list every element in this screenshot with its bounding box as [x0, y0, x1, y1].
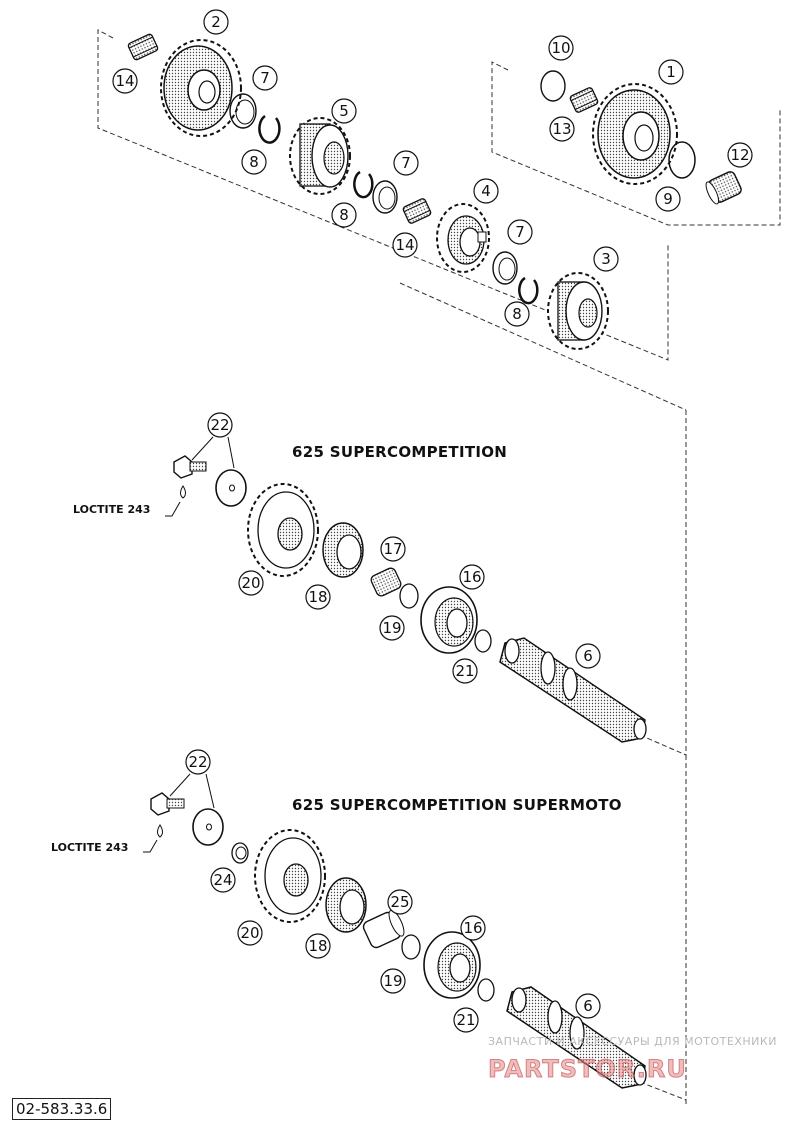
gear-1: [592, 83, 678, 185]
watermark-tagline: ЗАПЧАСТИ И АКСЕССУАРЫ ДЛЯ МОТОТЕХНИКИ: [488, 1035, 777, 1048]
diagram-code: 02-583.33.6: [12, 1098, 112, 1120]
callout-18-b: 18: [308, 937, 327, 955]
section-title-supercompetition: 625 SUPERCOMPETITION: [292, 443, 507, 461]
callout-5: 5: [339, 102, 349, 120]
callout-4: 4: [481, 182, 491, 200]
washer-22-a: [215, 469, 247, 507]
callout-8-c: 8: [512, 305, 522, 323]
seal-18-b: [325, 877, 367, 933]
loctite-drop-b: [157, 824, 163, 838]
gear-4: [436, 203, 490, 273]
washer-22-b: [192, 808, 224, 846]
needle-bearing-14-lower: [402, 198, 432, 224]
callout-16-a: 16: [462, 568, 481, 586]
needle-bearing-13: [569, 87, 599, 113]
o-ring-21-b: [477, 978, 495, 1002]
loctite-drop-a: [180, 485, 186, 499]
callout-8-a: 8: [249, 153, 259, 171]
thrust-washer-7-a: [229, 93, 257, 129]
callout-7-c: 7: [515, 223, 525, 241]
loctite-note-b: LOCTITE 243: [51, 841, 128, 854]
o-ring-19-a: [399, 583, 419, 609]
group-outlines: [97, 29, 781, 1105]
callout-16-b: 16: [463, 919, 482, 937]
callout-22-b: 22: [188, 753, 207, 771]
callout-22-a: 22: [210, 416, 229, 434]
callout-19-a: 19: [382, 619, 401, 637]
washer-10: [540, 70, 566, 102]
ball-bearing-16-a: [420, 586, 478, 654]
callout-14-b: 14: [395, 236, 414, 254]
bushing-17: [370, 567, 402, 597]
callout-7-a: 7: [260, 69, 270, 87]
callout-2: 2: [211, 13, 221, 31]
callout-21-b: 21: [456, 1011, 475, 1029]
output-shaft-6-b: [506, 986, 647, 1089]
gear-3: [547, 272, 609, 350]
needle-bearing-12: [705, 171, 742, 205]
callout-24: 24: [213, 871, 232, 889]
callout-20-a: 20: [241, 574, 260, 592]
watermark-brand: PARTSTOR.RU: [488, 1055, 687, 1083]
callout-18-a: 18: [308, 588, 327, 606]
callout-14-a: 14: [115, 72, 134, 90]
callout-22-leaders: [169, 436, 235, 809]
gear-2: [160, 39, 242, 137]
thrust-washer-7-c: [492, 251, 518, 285]
loctite-leader-b: [143, 839, 158, 853]
bolt-22-a: [173, 455, 207, 479]
callout-21-a: 21: [455, 662, 474, 680]
callout-19-b: 19: [383, 972, 402, 990]
callout-12: 12: [730, 146, 749, 164]
circlip-8-a: [258, 114, 281, 144]
callout-7-b: 7: [401, 154, 411, 172]
ball-bearing-16-b: [423, 931, 481, 999]
spacer-25: [362, 909, 405, 949]
callout-25: 25: [390, 893, 409, 911]
callout-6-a: 6: [583, 647, 593, 665]
washer-9: [668, 141, 696, 179]
callout-10: 10: [551, 39, 570, 57]
sprocket-20-b: [254, 829, 326, 923]
callout-9: 9: [663, 190, 673, 208]
callout-13: 13: [552, 120, 571, 138]
section-title-supercompetition-supermoto: 625 SUPERCOMPETITION SUPERMOTO: [292, 796, 622, 814]
callout-3: 3: [601, 250, 611, 268]
sprocket-20-a: [247, 483, 319, 577]
circlip-8-c: [518, 276, 539, 305]
shim-24: [231, 842, 249, 864]
callout-1: 1: [666, 63, 676, 81]
o-ring-19-b: [401, 934, 421, 960]
seal-18-a: [322, 522, 364, 578]
callout-6-b: 6: [583, 997, 593, 1015]
circlip-8-b: [353, 170, 374, 199]
callout-20-b: 20: [240, 924, 259, 942]
thrust-washer-7-b: [372, 180, 398, 214]
loctite-note-a: LOCTITE 243: [73, 503, 150, 516]
callout-8-b: 8: [339, 206, 349, 224]
needle-bearing-14-upper: [127, 33, 159, 61]
bolt-22-b: [150, 792, 185, 816]
callout-17: 17: [383, 540, 402, 558]
callouts: [112, 9, 753, 1033]
o-ring-21-a: [474, 629, 492, 653]
output-shaft-6-a: [499, 637, 647, 743]
callout-labels: 2 14 7 8 5 7 8 14 4 7 8 3 10 1 13 9 12 2…: [115, 13, 749, 1029]
loctite-leader-a: [165, 501, 181, 517]
gear-5: [289, 117, 351, 195]
